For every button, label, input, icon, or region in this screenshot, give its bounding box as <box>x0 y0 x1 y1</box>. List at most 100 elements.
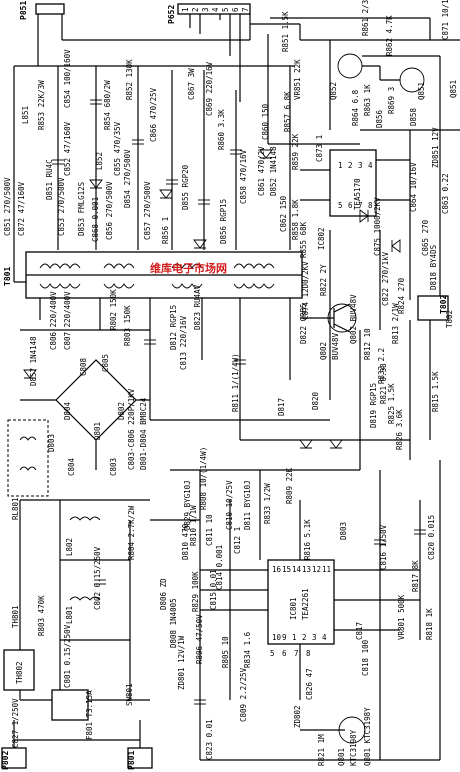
fuse-block <box>51 689 89 721</box>
ic801-pin-12: 12 <box>312 565 321 574</box>
label-r855: R855 68K <box>299 221 308 258</box>
label-c874: C874 12D0/2KV <box>301 261 310 320</box>
label-c856: C856 270/500V <box>105 181 114 240</box>
label-r802: R802 150K <box>109 289 118 330</box>
label-r812: R812 10 <box>363 328 372 360</box>
label-c867: C867 3W <box>187 68 196 100</box>
label-r815: R815 1.5K <box>431 371 440 412</box>
label-c853: C853 270/500V <box>57 177 66 236</box>
ic801-part: TEA2261 <box>301 588 310 620</box>
label-d856: D856 RGP15 <box>219 199 228 244</box>
label-r859: R859 22K <box>291 133 300 170</box>
label-c817: C817 <box>355 622 364 640</box>
label-r856: R856 1 <box>161 217 170 244</box>
label-d801-range: D801-D804 BM8C24 <box>139 397 148 470</box>
ic802-part: TEA5170 <box>353 178 362 210</box>
label-c814: C814 0.001 <box>215 545 224 590</box>
label-r833: R833 1/2W <box>263 483 272 524</box>
label-th801: TH801 <box>11 605 20 628</box>
label-r810: R810 1/1W <box>189 505 198 546</box>
label-c862: C862 150 <box>279 195 288 232</box>
connector-p851-label: P851 <box>19 1 28 20</box>
ic801-pin-7: 7 <box>294 649 299 658</box>
ic801-pin-8: 8 <box>306 649 311 658</box>
label-d858: D858 <box>409 107 418 126</box>
label-d811: D811 BYG10J <box>243 480 252 530</box>
label-c812: C812 1 <box>233 527 242 554</box>
label-r824: R824 270 <box>397 277 406 314</box>
label-r818: R818 1K <box>425 608 434 640</box>
label-l852: L852 <box>95 152 104 170</box>
label-r832: R832 2.2 <box>377 348 386 384</box>
label-c803: C803 <box>109 458 118 476</box>
label-c865: C865 270 <box>421 219 430 256</box>
label-d820: D820 <box>311 391 320 410</box>
ic802-pin-2: 2 <box>348 161 353 170</box>
label-d817: D817 <box>277 398 286 416</box>
label-r857: R857 6.8K <box>283 91 292 132</box>
label-c802: C802 0.15/250V <box>93 546 102 610</box>
ic801-pin-10: 10 <box>272 633 282 642</box>
ic801-pin-14: 14 <box>292 565 302 574</box>
thermistor-th802 <box>3 649 35 691</box>
label-ktc3198y: KTC3198Y <box>349 729 358 766</box>
label-d804: D804 <box>63 401 72 420</box>
label-d829: D829 BYG10J <box>183 480 192 530</box>
label-d803: D803 <box>47 434 56 452</box>
label-d822: D822 GRB5 <box>299 303 308 344</box>
label-c868: C868 0.001 <box>91 197 100 242</box>
label-c872: C872 47/160V <box>17 181 26 236</box>
label-r803: R803 150K <box>123 305 132 346</box>
label-d853: D853 FMLG12S <box>77 181 86 236</box>
label-r806: R806 47/50V <box>195 614 204 664</box>
label-d823: D823 RU4AV <box>193 284 202 330</box>
label-c875: C875 1000/2KV <box>373 197 382 256</box>
ic801-pin-11: 11 <box>322 565 331 574</box>
label-c818: C818 100 <box>361 639 370 676</box>
label-c857: C857 270/500V <box>143 181 152 240</box>
label-d852: D852 1N4148 <box>269 146 278 196</box>
ic801-pin-6: 6 <box>282 649 287 658</box>
label-c851: C851 270/500V <box>3 177 12 236</box>
ic801-ref: IC801 <box>289 597 298 620</box>
label-zd851: ZD851 12V <box>431 127 440 168</box>
label-d855: D855 RGP20 <box>181 164 190 210</box>
label-r809: R809 22K <box>285 467 294 504</box>
relay-rl801 <box>7 419 49 497</box>
label-c869: C869 220/16V <box>205 61 214 116</box>
label-q802-ref: Q802 BUV48V <box>349 294 358 344</box>
label-d819: D819 RGP15 <box>369 383 378 428</box>
label-c804: C804 <box>67 457 76 476</box>
label-th802: TH802 <box>15 661 24 684</box>
label-r817: R817 8K <box>411 560 420 592</box>
label-d806: D806 ZD <box>159 578 168 610</box>
label-r811: R811 1/(1/4W) <box>231 353 240 412</box>
label-r864: R864 6.8 <box>351 89 360 126</box>
label-c803-range: C803-C806 220P/1KV <box>127 388 136 470</box>
label-c807: C807 220/400V <box>63 291 72 350</box>
label-q802: Q802 <box>319 342 328 360</box>
pin-label-7: 7 <box>241 7 250 12</box>
ic801-pin-16: 16 <box>272 565 282 574</box>
ic802-ref: IC802 <box>317 227 326 250</box>
label-q851: Q851 <box>449 80 458 98</box>
pin-label-2: 2 <box>191 7 200 12</box>
label-q852: Q852 <box>329 82 338 100</box>
ic801-pin-9: 9 <box>282 633 287 642</box>
label-r803-bottom: R803 470K <box>37 595 46 636</box>
label-d801: D801 <box>93 422 102 440</box>
label-c808: C808 <box>79 357 88 376</box>
ic802-pin-1: 1 <box>338 161 343 170</box>
label-c864: C864 10/16V <box>409 162 418 212</box>
label-f801: F801 T3.15A <box>85 690 94 740</box>
label-r804: R804 2.7K/2W <box>127 505 136 560</box>
label-r863: R863 1K <box>363 84 372 116</box>
ic802-pin-6: 6 <box>348 201 353 210</box>
connector-p802-label: P802 <box>1 751 10 770</box>
label-vr851: VR851 22K <box>293 59 302 100</box>
label-d857: D857 1N4148 <box>29 336 38 386</box>
label-c863: C863 0.22 <box>441 173 450 214</box>
label-r851: R851 1.5K <box>281 11 290 52</box>
connector-p801-label: P801 <box>127 751 136 770</box>
